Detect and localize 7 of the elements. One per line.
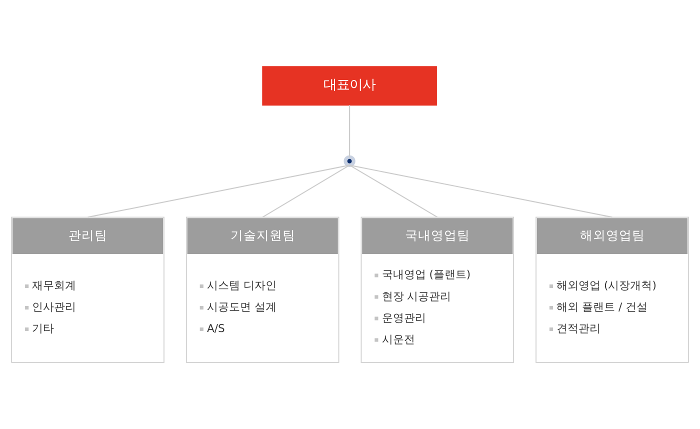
- node-box: 대표이사: [262, 66, 437, 106]
- connector: [88, 164, 350, 218]
- connector: [349, 164, 612, 218]
- connector: [349, 164, 438, 218]
- node-circle: [344, 155, 356, 167]
- connector: [262, 164, 350, 218]
- connector: [349, 105, 350, 158]
